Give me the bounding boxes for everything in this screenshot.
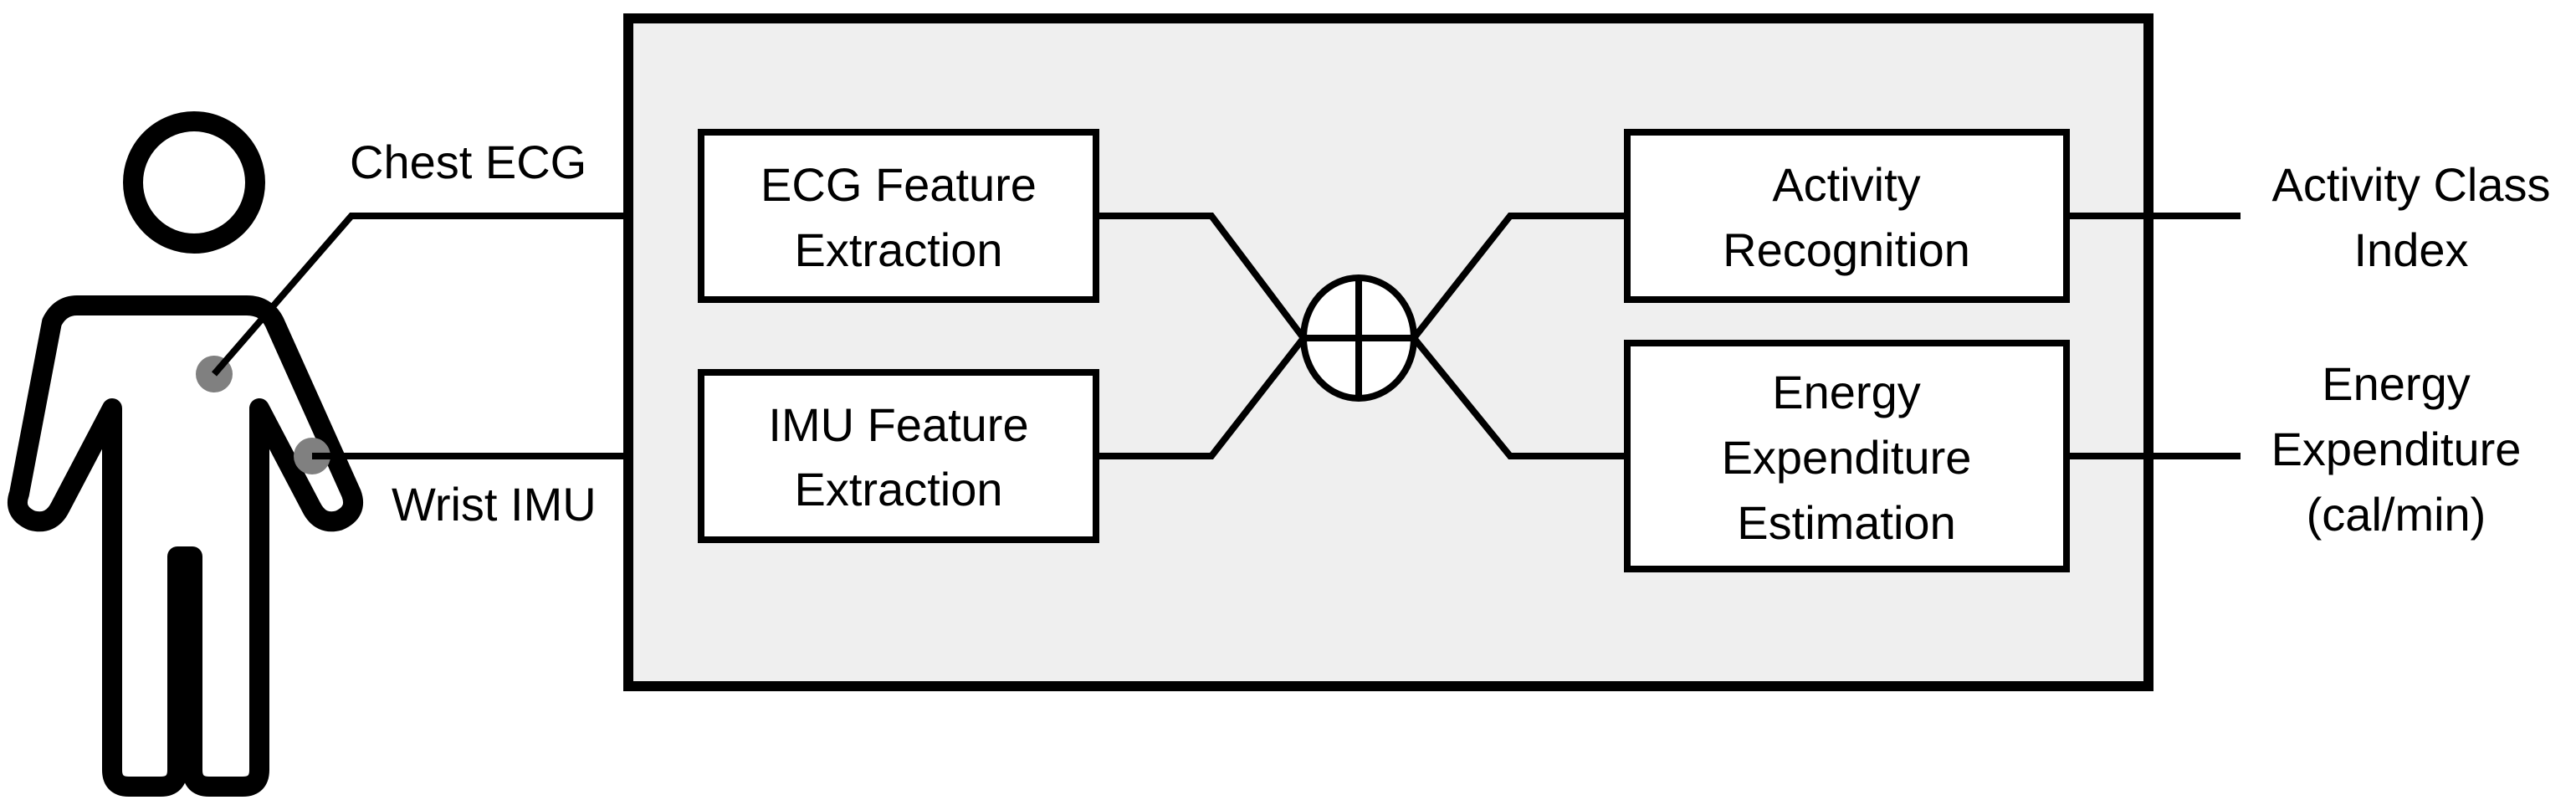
energy-expenditure-estimation-block: Energy Expenditure Estimation xyxy=(1624,340,2070,572)
imu-block-frame xyxy=(698,369,1099,543)
activity-block-line-1: Activity xyxy=(1772,158,1920,211)
ecg-feature-extraction-block: ECG Feature Extraction xyxy=(698,129,1099,303)
energy-block-line-2: Expenditure xyxy=(1722,431,1972,484)
person-head xyxy=(123,111,265,254)
energy-output-line-3: (cal/min) xyxy=(2307,488,2486,541)
imu-to-fusion-line xyxy=(1096,336,1307,459)
chest-ecg-line xyxy=(211,213,701,377)
energy-output-line-2: Expenditure xyxy=(2271,423,2522,475)
imu-block-line-1: IMU Feature xyxy=(768,398,1028,451)
person-body xyxy=(7,295,364,797)
ecg-block-line-2: Extraction xyxy=(795,223,1003,276)
wrist-imu-label: Wrist IMU xyxy=(392,478,597,531)
chest-ecg-label: Chest ECG xyxy=(350,136,586,188)
imu-block-line-2: Extraction xyxy=(795,463,1003,515)
energy-output-line-1: Energy xyxy=(2322,357,2470,410)
activity-output-line-1: Activity Class xyxy=(2272,158,2551,211)
activity-block-line-2: Recognition xyxy=(1723,223,1970,276)
energy-block-frame xyxy=(1624,340,2070,572)
fusion-to-activity-line xyxy=(1411,213,1627,341)
ecg-block-frame xyxy=(698,129,1099,303)
fusion-to-energy-line xyxy=(1411,336,1627,459)
activity-recognition-block: Activity Recognition xyxy=(1624,129,2070,303)
circled-plus-icon xyxy=(1300,274,1417,402)
imu-feature-extraction-block: IMU Feature Extraction xyxy=(698,369,1099,543)
ecg-block-line-1: ECG Feature xyxy=(761,158,1037,211)
ecg-to-fusion-line xyxy=(1096,213,1307,341)
activity-block-frame xyxy=(1624,129,2070,303)
energy-block-line-1: Energy xyxy=(1772,366,1920,418)
person-outline-icon xyxy=(7,111,364,797)
energy-block-line-3: Estimation xyxy=(1737,496,1955,549)
activity-output-line-2: Index xyxy=(2354,223,2469,276)
